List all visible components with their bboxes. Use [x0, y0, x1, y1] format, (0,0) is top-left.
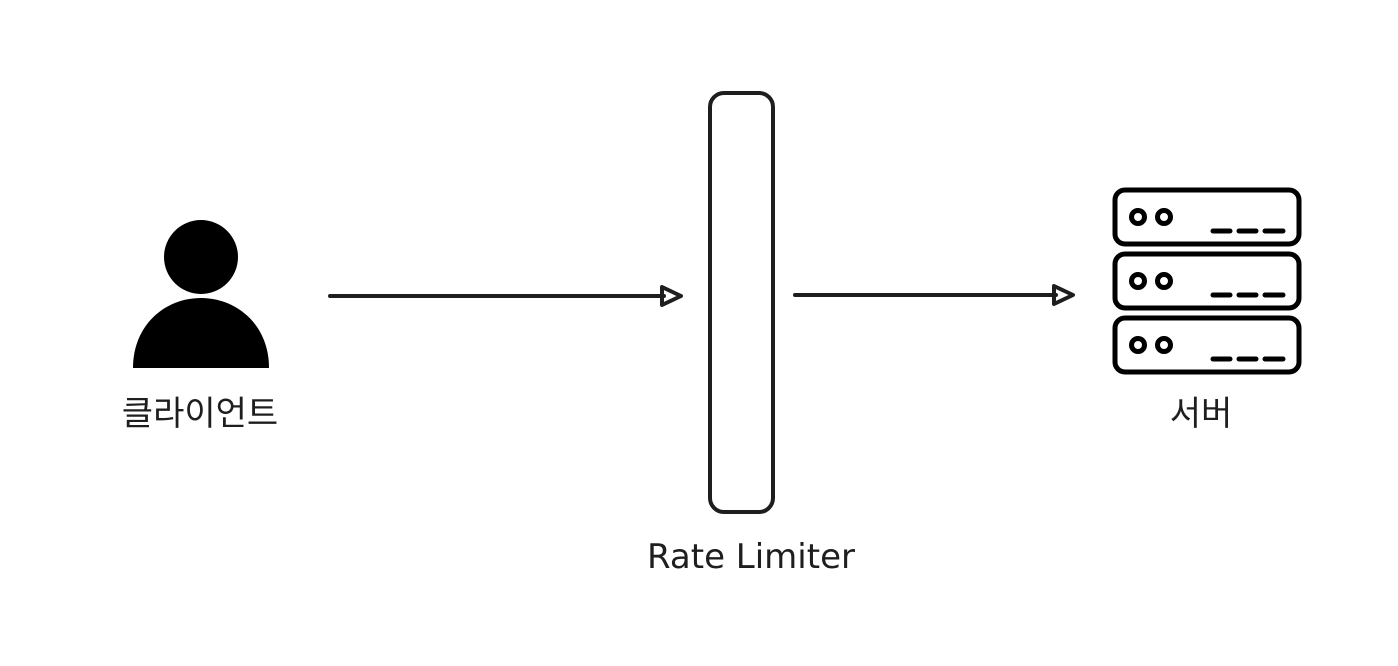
rate-limiter-box	[708, 91, 775, 514]
client-label: 클라이언트	[121, 394, 279, 434]
person-icon	[133, 220, 269, 368]
server-label: 서버	[1169, 394, 1233, 434]
server-rack-icon	[1112, 187, 1302, 375]
arrow-limiter-to-server	[793, 284, 1075, 306]
rate-limiter-label: Rate Limiter	[647, 537, 855, 577]
arrow-client-to-limiter	[328, 285, 683, 307]
